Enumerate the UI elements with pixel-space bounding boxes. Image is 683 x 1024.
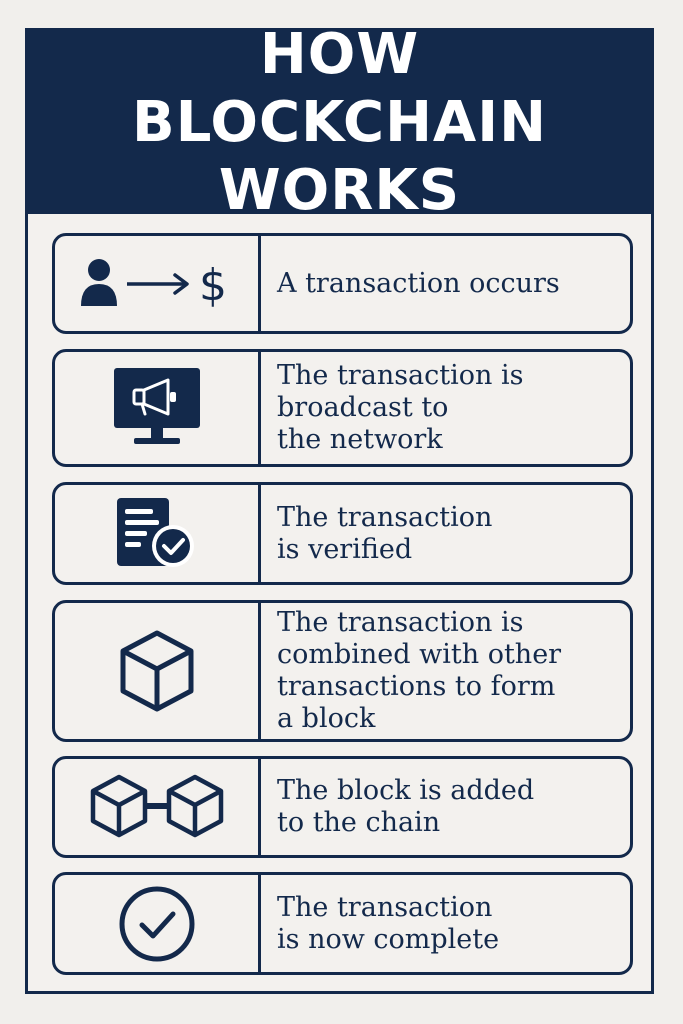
step-5: The block is added to the chain: [52, 756, 633, 858]
step-6: The transaction is now complete: [52, 872, 633, 975]
linked-blocks-icon: [90, 774, 223, 838]
cube-block-icon: [120, 630, 193, 712]
step-1-label: A transaction occurs: [277, 267, 560, 299]
step-4: The transaction is combined with other t…: [52, 600, 633, 742]
step-3-icon-cell: [55, 485, 261, 582]
step-4-icon-cell: [55, 603, 261, 739]
step-4-label: The transaction is combined with other t…: [277, 607, 562, 734]
header-banner: HOW BLOCKCHAIN WORKS: [28, 22, 651, 223]
svg-text:$: $: [199, 260, 227, 311]
step-3-label: The transaction is verified: [277, 501, 493, 565]
step-1: $ A transaction occurs: [52, 233, 633, 334]
step-6-label: The transaction is now complete: [277, 891, 500, 955]
step-1-icon-cell: $: [55, 236, 261, 331]
step-2-icon-cell: [55, 352, 261, 464]
infographic-poster: HOW BLOCKCHAIN WORKS $ A transaction occ…: [25, 22, 654, 994]
step-2-label: The transaction is broadcast to the netw…: [277, 360, 524, 455]
page-title: HOW BLOCKCHAIN WORKS: [132, 21, 547, 223]
broadcast-monitor-icon: [113, 368, 200, 444]
step-6-icon-cell: [55, 875, 261, 972]
step-3: The transaction is verified: [52, 482, 633, 585]
check-circle-icon: [119, 886, 194, 961]
person-to-dollar-icon: $: [80, 258, 227, 311]
step-5-label: The block is added to the chain: [277, 775, 535, 838]
step-2: The transaction is broadcast to the netw…: [52, 349, 633, 467]
step-5-icon-cell: [55, 759, 261, 855]
verified-document-icon: [116, 497, 194, 567]
